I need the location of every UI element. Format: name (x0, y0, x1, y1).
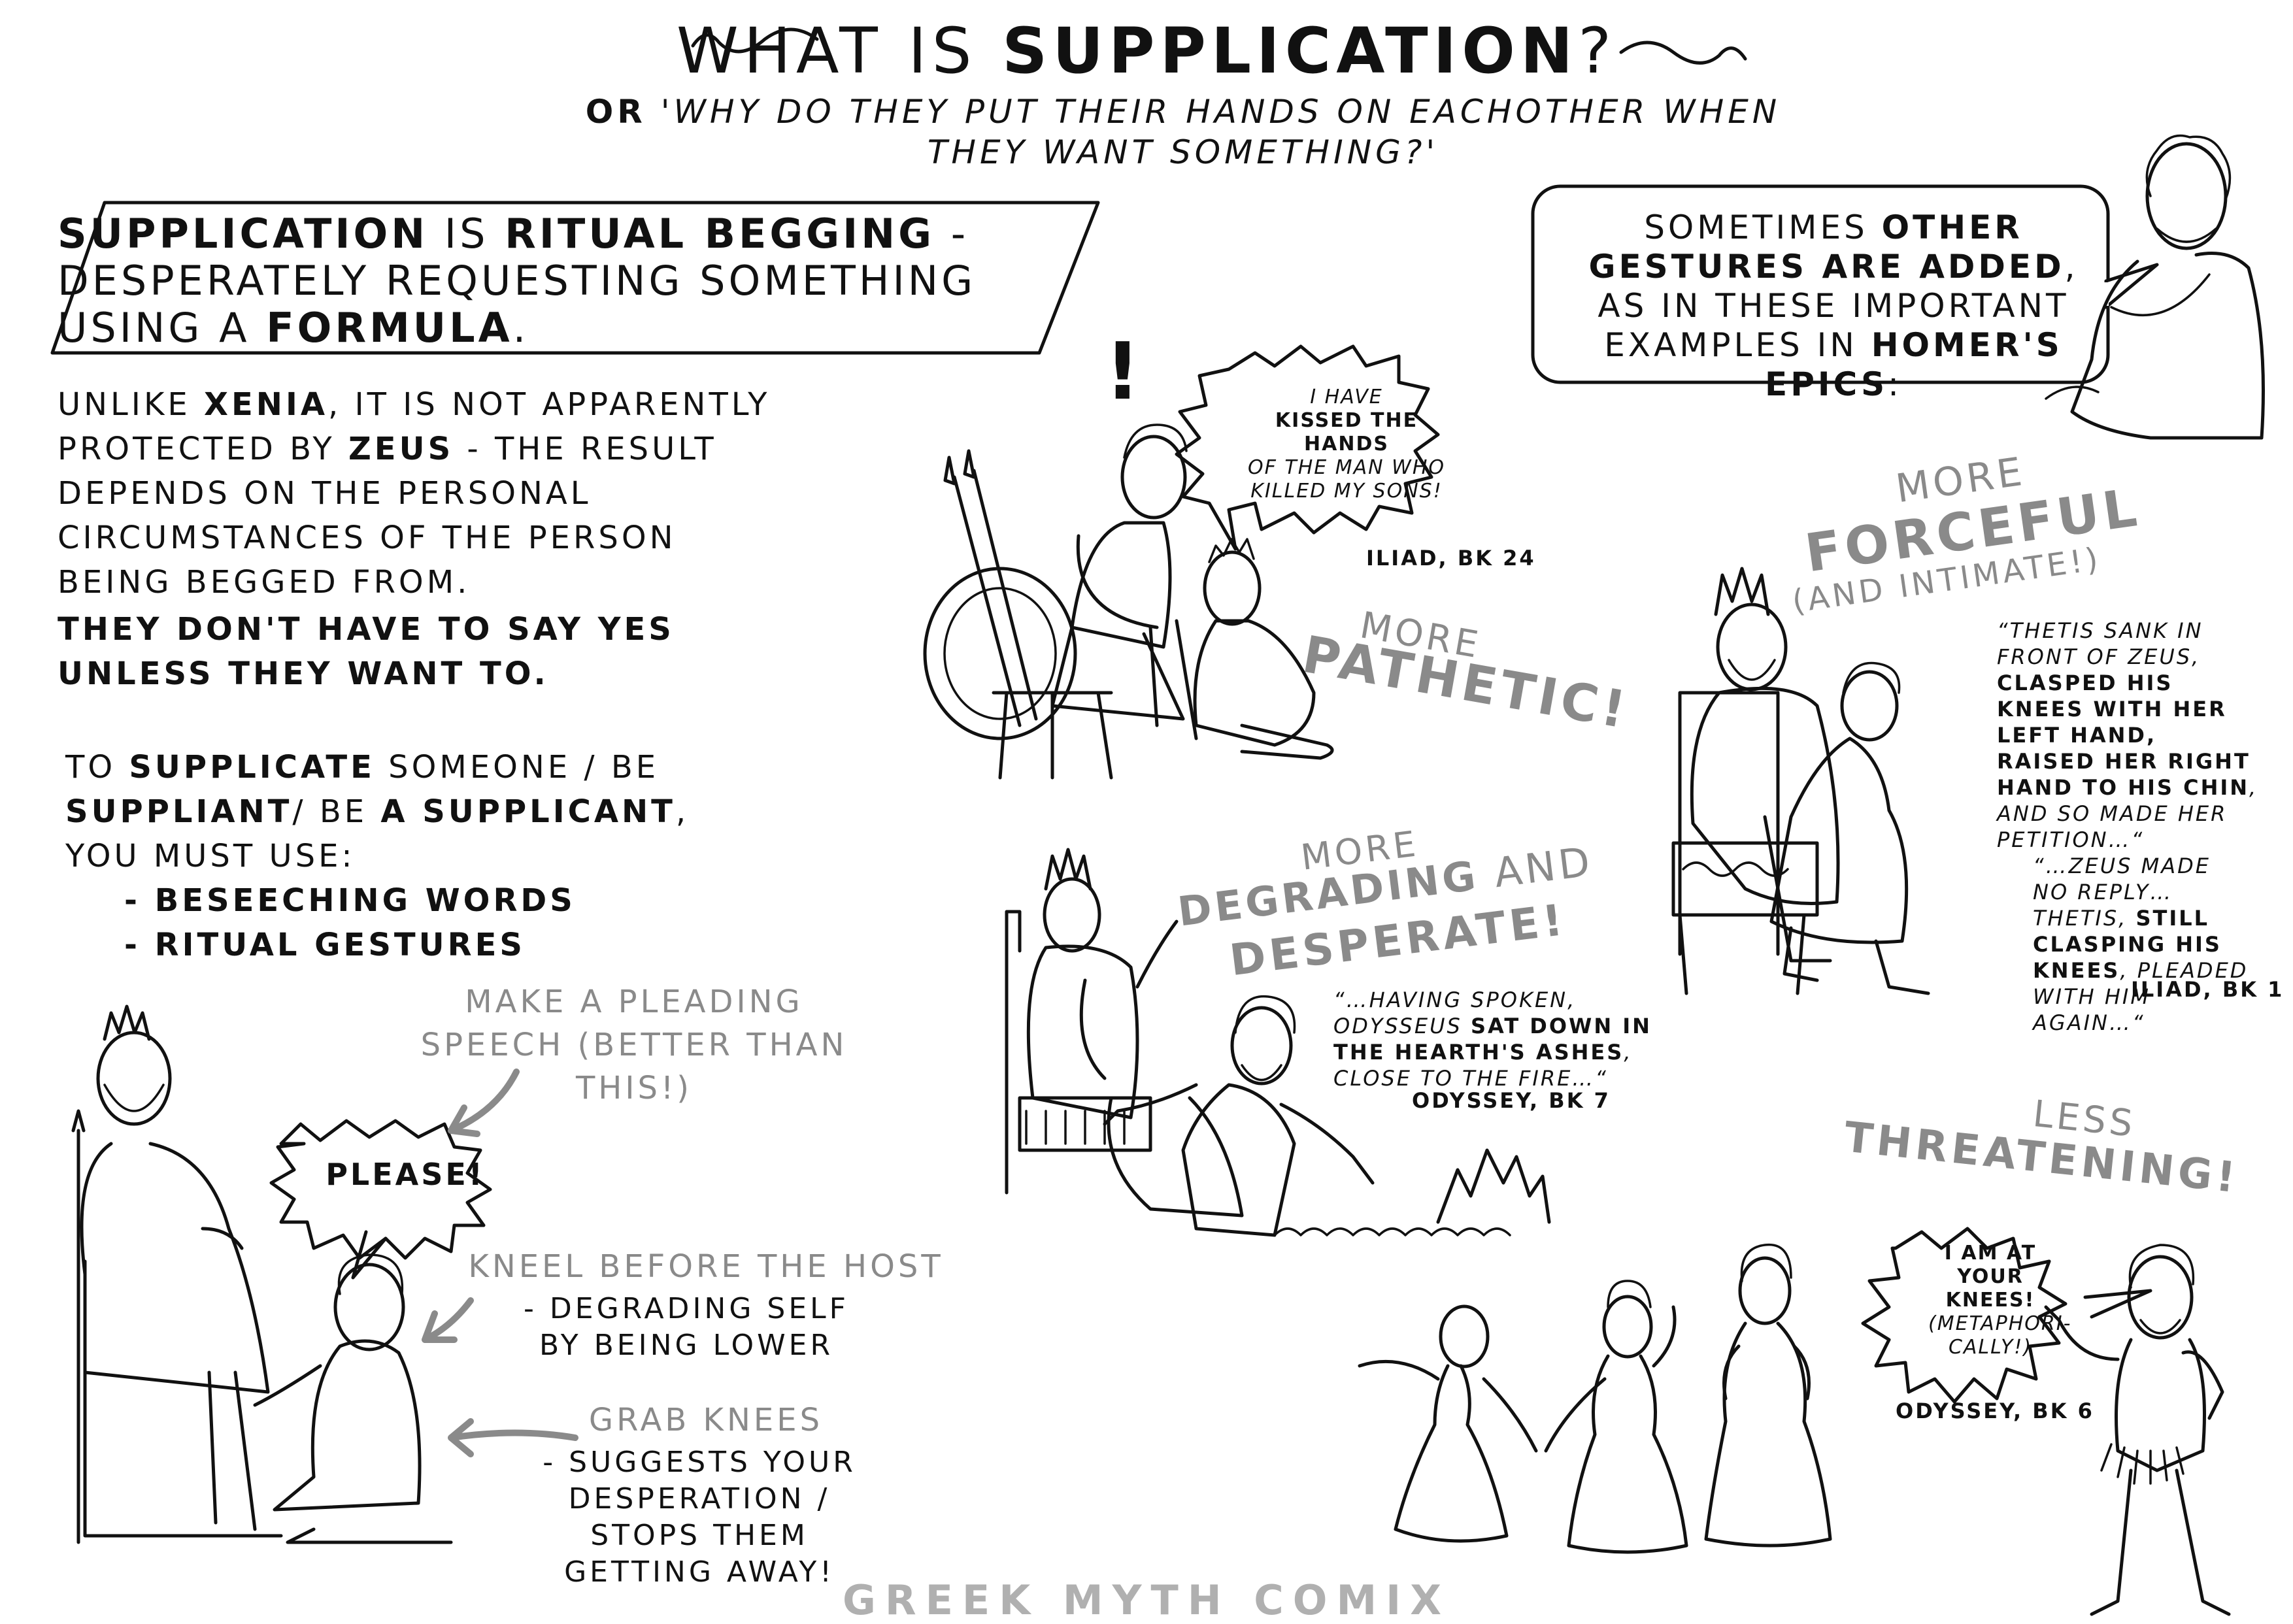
definition-frame (50, 201, 1100, 355)
title-emphasis: SUPPLICATION (1002, 14, 1579, 88)
nausicaa-speech: I AM AT YOUR KNEES! (METAPHORI-CALLY!) (1928, 1242, 2072, 1359)
quote-text: “THETIS SANK IN FRONT OF ZEUS, (1997, 618, 2203, 669)
odysseus-speech-bubble (1861, 1227, 2067, 1404)
priam-speech-bubble (1175, 344, 1440, 551)
grab-step: GRAB KNEES (588, 1402, 824, 1438)
priam-speech-line: OF THE MAN WHO KILLED MY SONS! (1248, 456, 1445, 503)
please-speech-bubble (269, 1119, 492, 1260)
xenia-text: UNLIKE (58, 386, 204, 423)
subtitle-rest: 'WHY DO THEY PUT THEIR HANDS ON EACHOTHE… (660, 93, 1781, 171)
grab-knees-arrow (448, 1418, 578, 1457)
how-to-intro: YOU MUST USE: (65, 838, 356, 874)
intro-emphasis: OTHER GESTURES ARE ADDED (1588, 208, 2065, 286)
page-subtitle: OR 'WHY DO THEY PUT THEIR HANDS ON EACHO… (562, 91, 1804, 173)
nausicaa-speech-main: I AM AT YOUR KNEES! (1944, 1242, 2037, 1312)
quote-text: “…ZEUS MADE NO REPLY… THETIS, (2033, 853, 2211, 931)
title-swirl-right (1619, 41, 1747, 65)
quote-emphasis: SAT DOWN IN THE HEARTH'S ASHES (1333, 1014, 1652, 1065)
kneel-note: - DEGRADING SELF BY BEING LOWER (524, 1292, 849, 1362)
zeus-thetis-drawing (1671, 567, 1930, 995)
odysseus-hearth-drawing (1005, 848, 1551, 1237)
grab-note: - SUGGESTS YOUR DESPERATION / STOPS THEM… (543, 1446, 856, 1589)
nausicaa-drawing (1358, 1243, 2231, 1616)
priam-speech-line: I HAVE (1310, 386, 1383, 408)
definition-word: IS (428, 210, 505, 257)
suppliant-term: SUPPLIANT (65, 793, 293, 830)
footer-credit: GREEK MYTH COMIX (842, 1576, 1451, 1624)
quote-text: “…HAVING SPOKEN, ODYSSEUS (1333, 987, 1577, 1038)
definition-key: RITUAL BEGGING (505, 210, 935, 257)
how-to-supplicate: TO SUPPLICATE SOMEONE / BE SUPPLIANT/ BE… (65, 745, 752, 967)
narrator-figure (2045, 134, 2265, 440)
xenia-term: XENIA (204, 386, 328, 423)
nausicaa-speech-aside: (METAPHORI-CALLY!) (1928, 1312, 2072, 1359)
supplicate-term: SUPPLICATE (129, 749, 375, 786)
kneel-step: KNEEL BEFORE THE HOST (468, 1248, 944, 1285)
quote-text: , AND SO MADE HER PETITION…“ (1997, 775, 2258, 852)
thetis-quote-1: “THETIS SANK IN FRONT OF ZEUS, CLASPED H… (1997, 618, 2258, 853)
definition-text: SUPPLICATION IS RITUAL BEGGING - DESPERA… (58, 210, 1051, 352)
xenia-paragraph: UNLIKE XENIA, IT IS NOT APPARENTLY PROTE… (58, 382, 777, 696)
thetis-quote-2: “…ZEUS MADE NO REPLY… THETIS, STILL CLAS… (2033, 853, 2255, 1036)
priam-speech-emphasis: KISSED THE HANDS (1275, 409, 1418, 456)
list-item: - RITUAL GESTURES (124, 927, 526, 963)
definition-end: . (512, 304, 529, 352)
speech-step: MAKE A PLEADING SPEECH (BETTER THAN THIS… (420, 984, 848, 1106)
kneel-arrow (422, 1297, 474, 1343)
definition-term: SUPPLICATION (58, 210, 429, 257)
supplicant-term: A SUPPLICANT (380, 793, 676, 830)
how-to-text: TO (65, 749, 129, 786)
intro-bubble-text: SOMETIMES OTHER GESTURES ARE ADDED, AS I… (1559, 208, 2108, 404)
homer-epics-term: HOMER'S EPICS (1765, 326, 2063, 403)
quote-text: , CLOSE TO THE FIRE…“ (1333, 1040, 1633, 1091)
subtitle-lead: OR (585, 93, 646, 131)
page-title: WHAT IS SUPPLICATION? (0, 14, 2293, 88)
how-to-text: SOMEONE / BE (375, 749, 660, 786)
odyssey-6-ref: ODYSSEY, BK 6 (1896, 1399, 2094, 1423)
speech-arrow (448, 1069, 520, 1137)
priam-achilles-drawing (923, 423, 1334, 780)
hearth-quote: “…HAVING SPOKEN, ODYSSEUS SAT DOWN IN TH… (1333, 987, 1660, 1091)
list-item: - BESEECHING WORDS (124, 882, 576, 919)
intro-text: : (1888, 365, 1902, 403)
xenia-bold-line: THEY DON'T HAVE TO SAY YES UNLESS THEY W… (58, 611, 675, 692)
priam-speech: I HAVE KISSED THE HANDS OF THE MAN WHO K… (1242, 386, 1451, 503)
title-prefix: WHAT IS (676, 14, 1003, 88)
title-suffix: ? (1578, 14, 1617, 88)
iliad-1-ref: ILIAD, BK 1 (2131, 977, 2285, 1002)
exclamation-mark: ! (1105, 327, 1141, 418)
host-suppliant-drawing (71, 1004, 453, 1544)
definition-formula: FORMULA (266, 304, 513, 352)
definition-body: - DESPERATELY REQUESTING SOMETHING USING… (58, 210, 977, 352)
odyssey-7-ref: ODYSSEY, BK 7 (1412, 1088, 1611, 1113)
iliad-24-ref: ILIAD, BK 24 (1366, 546, 1536, 571)
intro-text: SOMETIMES (1644, 208, 1882, 246)
xenia-text: , IT IS NOT APPARENTLY PROTECTED BY (58, 386, 771, 467)
quote-text: , PLEADED WITH HIM AGAIN…“ (2033, 958, 2249, 1035)
how-to-text: / BE (292, 793, 381, 830)
title-swirl-left (691, 27, 819, 54)
please-text: PLEASE! (326, 1157, 485, 1192)
xenia-text: - THE RESULT DEPENDS ON THE PERSONAL CIR… (58, 431, 717, 601)
how-to-text: , (675, 793, 690, 830)
quote-emphasis: CLASPED HIS KNEES WITH HER LEFT HAND, RA… (1997, 671, 2251, 800)
quote-emphasis: STILL CLASPING HIS KNEES (2033, 906, 2222, 983)
zeus-term: ZEUS (348, 431, 454, 467)
intro-text: , AS IN THESE IMPORTANT EXAMPLES IN (1598, 248, 2079, 364)
